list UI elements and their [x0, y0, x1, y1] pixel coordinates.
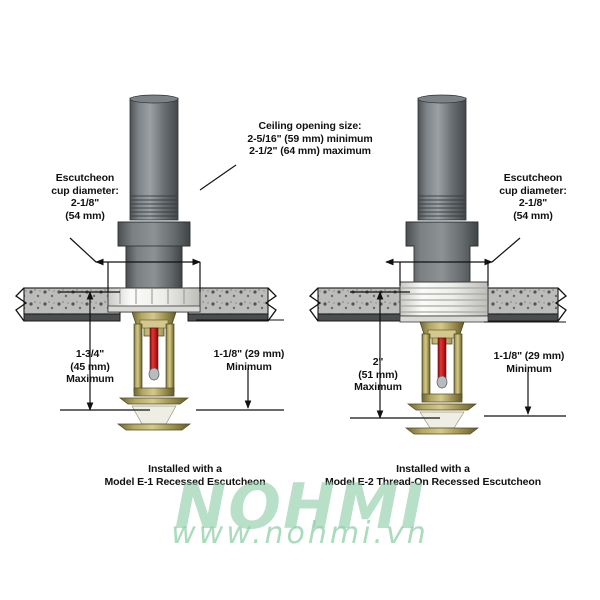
- left-min-dim: [196, 368, 284, 411]
- left-pipe-threads: [131, 195, 177, 217]
- left-max-depth-label: 1-3/4" (45 mm) Maximum: [46, 348, 134, 386]
- right-caption: Installed with a Model E-2 Thread-On Rec…: [308, 463, 558, 488]
- left-escutcheon-cup: [107, 287, 201, 313]
- left-sprinkler: [116, 311, 192, 431]
- cup-right-line4: (54 mm): [513, 209, 553, 222]
- left-ceiling-slab-right: [187, 287, 278, 322]
- left-glass-bulb: [149, 327, 159, 371]
- ceiling-opening-leaders: [199, 164, 237, 191]
- right-fitting-body: [405, 221, 479, 283]
- left-min-line1: 1-1/8" (29 mm): [213, 348, 285, 360]
- left-assembly: [14, 94, 284, 431]
- right-min-line2: Minimum: [506, 362, 552, 375]
- ceiling-opening-label: Ceiling opening size: 2-5/16" (59 mm) mi…: [230, 120, 390, 158]
- ceiling-opening-line1: Ceiling opening size:: [258, 120, 362, 132]
- right-max-line2: (51 mm): [358, 368, 398, 381]
- right-max-line3: Maximum: [354, 381, 402, 394]
- left-min-line2: Minimum: [226, 360, 272, 373]
- right-assembly: [308, 94, 568, 435]
- right-max-line1: 2": [372, 356, 384, 368]
- right-glass-bulb: [437, 337, 447, 379]
- ceiling-opening-line2: 2-5/16" (59 mm) minimum: [247, 132, 373, 145]
- left-max-line1: 1-3/4": [75, 348, 105, 360]
- right-caption-line1: Installed with a: [396, 463, 470, 475]
- cup-right-line1: Escutcheon: [503, 172, 563, 184]
- cup-left-line3: 2-1/8": [70, 197, 100, 210]
- left-caption-line1: Installed with a: [148, 463, 222, 475]
- left-ceiling-slab: [14, 287, 121, 322]
- cup-left-line2: cup diameter:: [51, 184, 119, 197]
- cup-right-line2: cup diameter:: [499, 184, 567, 197]
- right-sprinkler: [404, 321, 480, 435]
- right-deflector: [406, 403, 478, 411]
- right-min-dim: [484, 372, 566, 417]
- right-pipe-threads: [419, 195, 465, 217]
- right-max-depth-label: 2" (51 mm) Maximum: [334, 356, 422, 394]
- left-height-dim: [60, 291, 150, 411]
- right-cup-diameter-dim: [385, 237, 521, 286]
- right-min-clearance-label: 1-1/8" (29 mm) Minimum: [478, 350, 580, 375]
- cup-left-line1: Escutcheon: [55, 172, 115, 184]
- left-max-line3: Maximum: [66, 373, 114, 386]
- right-caption-line2: Model E-2 Thread-On Recessed Escutcheon: [324, 475, 542, 488]
- left-deflector: [118, 397, 190, 405]
- right-height-dim: [350, 291, 440, 419]
- left-cup-diameter-dim: [69, 237, 201, 292]
- right-ceiling-slab: [308, 287, 405, 322]
- escutcheon-cup-left-label: Escutcheon cup diameter: 2-1/8" (54 mm): [30, 172, 140, 222]
- cup-right-line3: 2-1/8": [518, 197, 548, 210]
- left-caption: Installed with a Model E-1 Recessed Escu…: [70, 463, 300, 488]
- ceiling-opening-line3: 2-1/2" (64 mm) maximum: [249, 145, 371, 158]
- right-pipe: [417, 97, 467, 221]
- left-max-line2: (45 mm): [70, 360, 110, 373]
- cup-left-line4: (54 mm): [65, 209, 105, 222]
- escutcheon-cup-right-label: Escutcheon cup diameter: 2-1/8" (54 mm): [478, 172, 588, 222]
- left-min-clearance-label: 1-1/8" (29 mm) Minimum: [198, 348, 300, 373]
- right-min-line1: 1-1/8" (29 mm): [493, 350, 565, 362]
- right-escutcheon-threadon: [399, 281, 489, 323]
- left-caption-line2: Model E-1 Recessed Escutcheon: [104, 475, 266, 488]
